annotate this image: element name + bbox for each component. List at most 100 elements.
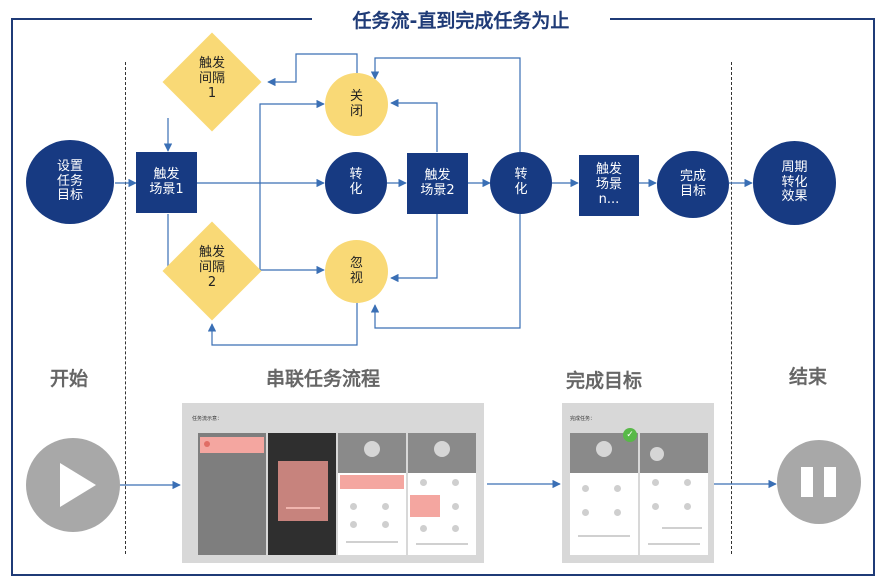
phone6-dot xyxy=(684,479,691,486)
phone6-line xyxy=(648,543,700,545)
banner-dot xyxy=(204,441,210,447)
node-trigger-scene-1: 触发 场景1 xyxy=(136,152,197,213)
phone-screen-3 xyxy=(338,433,406,555)
node-convert1-line1: 转 xyxy=(349,167,363,183)
pause-bar-right xyxy=(824,467,836,497)
phase-label-end: 结束 xyxy=(789,366,828,388)
phase-label-start: 开始 xyxy=(50,368,89,390)
phone3-dot xyxy=(350,521,357,528)
phone6-avatar xyxy=(650,447,664,461)
phone6-line xyxy=(662,527,702,529)
node-cycle-line1: 周期 xyxy=(781,159,808,175)
phone-screen-2 xyxy=(268,433,336,555)
phone3-dot xyxy=(382,503,389,510)
node-convert2-line1: 转 xyxy=(514,167,528,183)
node-interval2-line2: 间隔 xyxy=(198,259,225,275)
phase-label-series: 串联任务流程 xyxy=(266,368,381,390)
phone5-dot xyxy=(582,509,589,516)
edge-ignore-to-interval2 xyxy=(207,302,358,346)
node-interval1-line2: 间隔 xyxy=(198,70,225,86)
phone3-avatar xyxy=(364,441,380,457)
task-flow-screenshot: 任务流示意： xyxy=(182,403,484,563)
complete-caption: 完成任务： xyxy=(570,416,596,422)
node-complete-goal: 完成 目标 xyxy=(657,151,729,218)
node-trigger-scene-n: 触发 场景 n... xyxy=(579,155,639,216)
phone4-dot xyxy=(452,503,459,510)
edge-trigger1-to-close xyxy=(259,99,325,183)
node-ignore-line1: 忽 xyxy=(349,255,363,271)
phone5-dot xyxy=(614,485,621,492)
phone3-dot xyxy=(350,503,357,510)
task-flow-caption: 任务流示意： xyxy=(192,416,223,422)
node-trigger-n-line2: 场景 xyxy=(595,177,622,193)
phone5-line xyxy=(578,535,630,537)
phone6-dot xyxy=(652,479,659,486)
phase-label-complete: 完成目标 xyxy=(566,370,643,392)
phone5-avatar xyxy=(596,441,612,457)
pause-icon xyxy=(777,440,861,524)
phone-screen-6 xyxy=(640,433,708,555)
node-interval2-line1: 触发 xyxy=(198,245,225,260)
node-convert1-line2: 化 xyxy=(349,182,363,197)
diagram-title: 任务流-直到完成任务为止 xyxy=(352,10,570,32)
pause-bar-left xyxy=(801,467,813,497)
phone4-highlight xyxy=(410,495,440,517)
check-icon: ✓ xyxy=(623,428,637,442)
phone4-dot xyxy=(452,525,459,532)
edge-trigger1-to-ignore xyxy=(259,183,325,275)
node-set-goal-line1: 设置 xyxy=(56,158,83,174)
edge-convert2-to-close xyxy=(370,57,521,152)
popup-line xyxy=(286,507,320,509)
highlight-banner xyxy=(200,437,264,453)
node-cycle-line3: 效果 xyxy=(781,189,808,205)
phase-divider-start xyxy=(125,62,126,554)
node-trigger-scene-2: 触发 场景2 xyxy=(407,153,468,214)
phone5-dot xyxy=(614,509,621,516)
phone4-avatar xyxy=(434,441,450,457)
play-icon xyxy=(26,438,120,532)
node-close-line2: 闭 xyxy=(349,103,363,119)
node-set-goal-line3: 目标 xyxy=(56,188,83,204)
node-interval1-line3: 1 xyxy=(207,85,217,101)
phone6-dot xyxy=(652,503,659,510)
phone3-dot xyxy=(382,521,389,528)
node-interval-2-label: 触发 间隔 2 xyxy=(172,245,252,291)
title-background xyxy=(312,4,610,36)
phone-screen-5 xyxy=(570,433,638,555)
node-convert-1: 转 化 xyxy=(325,152,387,214)
node-convert-2: 转 化 xyxy=(490,152,552,214)
node-trigger2-line1: 触发 xyxy=(424,167,451,183)
node-close-line1: 关 xyxy=(349,88,363,104)
node-trigger-n-line3: n... xyxy=(598,191,620,207)
phone-screen-4 xyxy=(408,433,476,555)
edge-trigger2-to-close xyxy=(390,98,438,152)
phone3-highlight xyxy=(340,475,404,489)
node-close: 关 闭 xyxy=(325,73,388,136)
node-set-goal-line2: 任务 xyxy=(56,173,83,189)
phone6-dot xyxy=(684,503,691,510)
node-interval2-line3: 2 xyxy=(207,274,217,290)
phase-divider-end xyxy=(731,62,732,554)
node-trigger-n-line1: 触发 xyxy=(595,162,622,178)
node-complete-line2: 目标 xyxy=(679,183,706,199)
node-trigger2-line2: 场景2 xyxy=(420,182,455,198)
phone4-dot xyxy=(420,525,427,532)
complete-screenshot: 完成任务： xyxy=(562,403,714,563)
node-ignore-line2: 视 xyxy=(349,270,363,286)
phone5-dot xyxy=(582,485,589,492)
phone3-line xyxy=(346,541,398,543)
phone4-line xyxy=(416,543,468,545)
node-cycle-line2: 转化 xyxy=(781,174,808,190)
node-cycle-effect: 周期 转化 效果 xyxy=(753,141,836,225)
popup-dialog xyxy=(278,461,328,521)
edge-trigger2-to-ignore xyxy=(390,214,438,283)
node-interval1-line1: 触发 xyxy=(198,56,225,71)
edge-close-to-interval1 xyxy=(267,53,358,87)
phone4-dot xyxy=(452,479,459,486)
phone-screen-1 xyxy=(198,433,266,555)
node-complete-line1: 完成 xyxy=(679,168,706,184)
node-interval-1-label: 触发 间隔 1 xyxy=(172,56,252,102)
node-ignore: 忽 视 xyxy=(325,240,388,303)
edge-convert2-to-ignore xyxy=(370,214,521,329)
